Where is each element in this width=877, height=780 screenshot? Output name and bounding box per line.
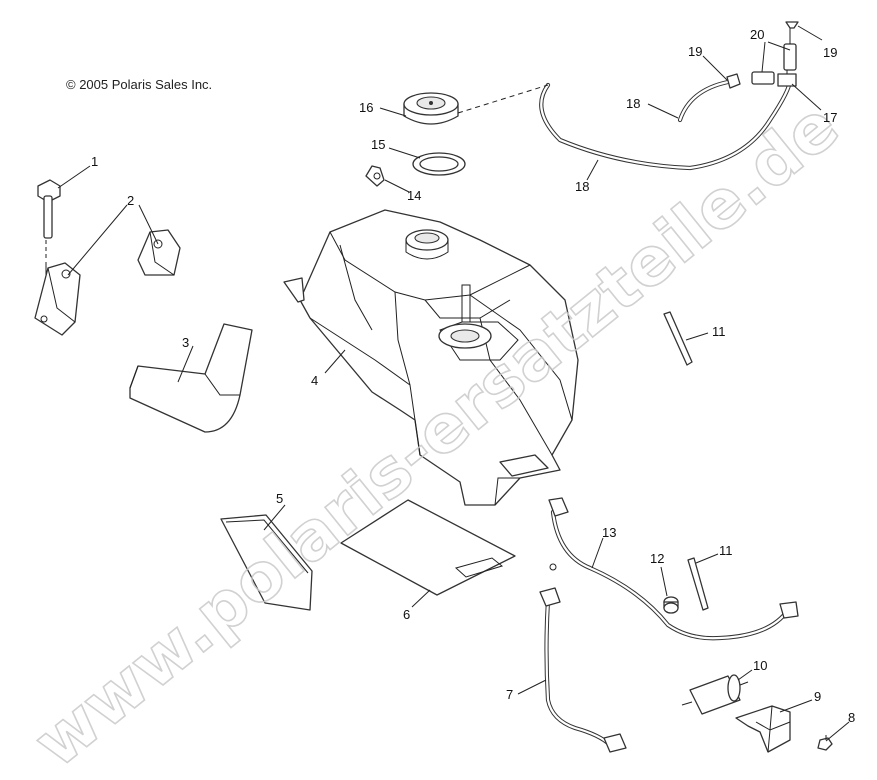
- callout-16: 16: [359, 100, 373, 115]
- check-valve[interactable]: [751, 28, 797, 85]
- callout-20: 20: [750, 27, 764, 42]
- heat-shield-pad[interactable]: [340, 499, 516, 596]
- callout-10: 10: [753, 658, 767, 673]
- fuel-cap[interactable]: [403, 92, 459, 125]
- alignment-dashed-line: [457, 84, 549, 114]
- foam-pad-square[interactable]: [220, 514, 313, 611]
- fuel-filter[interactable]: [681, 674, 749, 715]
- tee-fitting[interactable]: [777, 70, 797, 87]
- foam-pad-angled[interactable]: [129, 323, 253, 433]
- cap-gasket[interactable]: [412, 152, 466, 176]
- callout-15: 15: [371, 137, 385, 152]
- callout-11-upper: 11: [712, 324, 726, 339]
- callout-4: 4: [311, 373, 318, 388]
- filter-bracket[interactable]: [735, 705, 791, 753]
- callout-13: 13: [602, 525, 616, 540]
- mounting-bracket[interactable]: [34, 229, 181, 336]
- grommet[interactable]: [663, 596, 679, 614]
- fuel-tank[interactable]: [283, 209, 579, 506]
- callout-3: 3: [182, 335, 189, 350]
- fuel-supply-line[interactable]: [539, 587, 627, 753]
- copyright-notice: © 2005 Polaris Sales Inc.: [66, 77, 213, 92]
- callout-1: 1: [91, 154, 98, 169]
- mounting-screw[interactable]: [817, 735, 833, 751]
- callout-2: 2: [127, 193, 134, 208]
- callout-11-lower: 11: [719, 543, 733, 558]
- callout-12: 12: [650, 551, 664, 566]
- leader-lines: [57, 25, 850, 742]
- tether-clip[interactable]: [365, 165, 385, 187]
- callout-18-lower: 18: [575, 179, 589, 194]
- hose-clamp[interactable]: [726, 21, 799, 89]
- callout-18-upper: 18: [626, 96, 640, 111]
- fuel-line[interactable]: [548, 497, 799, 641]
- callout-9: 9: [814, 689, 821, 704]
- cable-tie[interactable]: [663, 311, 709, 611]
- callout-17: 17: [823, 110, 837, 125]
- callout-19-right: 19: [823, 45, 837, 60]
- callout-5: 5: [276, 491, 283, 506]
- callout-19-left: 19: [688, 44, 702, 59]
- bolt[interactable]: [37, 179, 61, 280]
- callout-7: 7: [506, 687, 513, 702]
- callout-6: 6: [403, 607, 410, 622]
- vent-hose[interactable]: [539, 77, 793, 171]
- callout-14: 14: [407, 188, 421, 203]
- callout-8: 8: [848, 710, 855, 725]
